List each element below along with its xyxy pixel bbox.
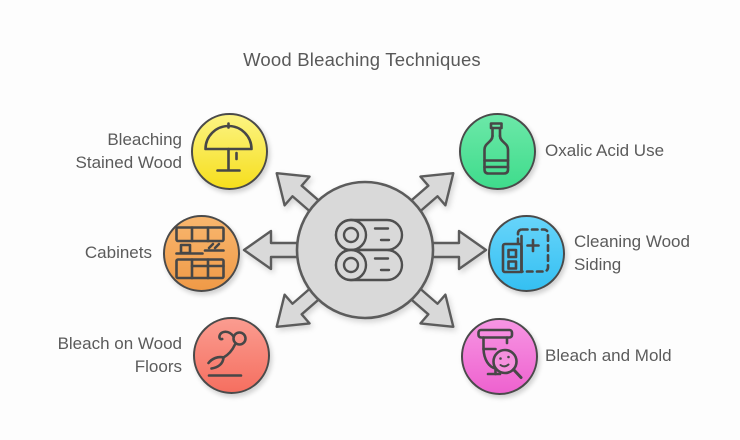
node-bleach-on-wood-floors [192, 316, 270, 394]
node-bleaching-stained-wood [190, 112, 268, 190]
label-cleaning-wood-siding: Cleaning Wood Siding [574, 232, 690, 274]
label-bleaching-stained-wood: Bleaching Stained Wood [75, 130, 182, 172]
add-module-icon [501, 228, 550, 274]
label-bleach-and-mold: Bleach and Mold [545, 346, 672, 365]
page-title: Wood Bleaching Techniques [243, 49, 481, 70]
node-cleaning-wood-siding [487, 214, 565, 292]
label-cabinets: Cabinets [84, 243, 152, 262]
node-cabinets [162, 214, 240, 292]
slipping-person-icon [207, 330, 247, 377]
lamp-icon [204, 122, 253, 172]
node-bleach-and-mold [460, 317, 538, 395]
hub-graphic [242, 172, 488, 328]
kitchen-cabinets-icon [175, 226, 225, 280]
wood-logs-icon [334, 218, 404, 282]
bottle-icon [483, 122, 510, 175]
label-oxalic-acid-use: Oxalic Acid Use [545, 141, 665, 160]
toilet-mold-magnifier-icon [477, 328, 523, 379]
node-oxalic-acid-use [458, 112, 536, 190]
label-bleach-on-wood-floors: Bleach on Wood Floors [57, 334, 182, 376]
